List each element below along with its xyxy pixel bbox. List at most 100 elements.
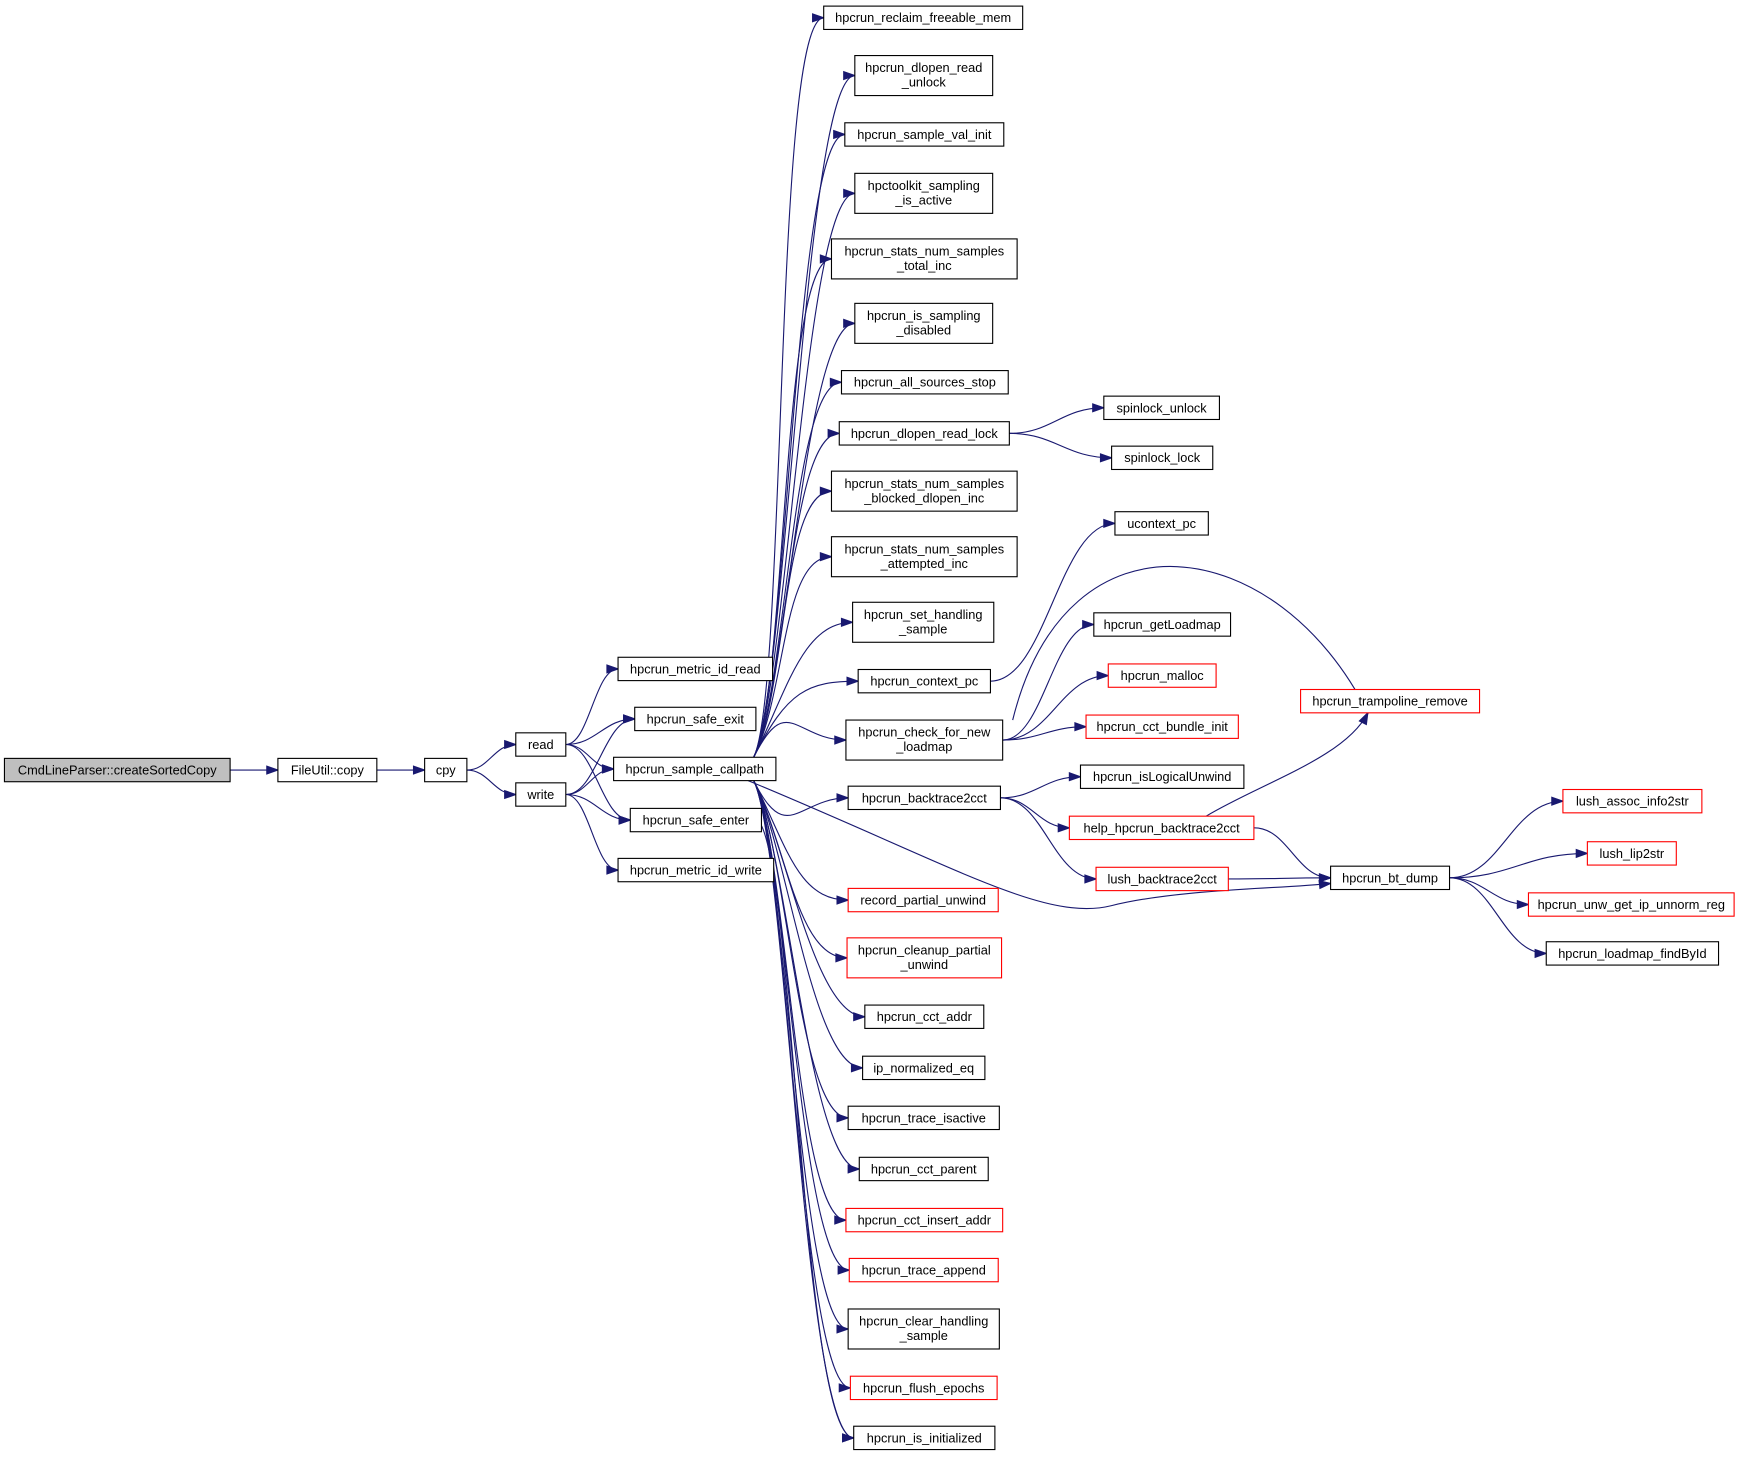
node-btdump[interactable]: hpcrun_bt_dump bbox=[1330, 865, 1451, 891]
edge-safeenter-to-isinit bbox=[760, 825, 856, 1443]
node-box bbox=[854, 302, 994, 344]
edge-line bbox=[753, 192, 855, 758]
edge-line bbox=[753, 556, 832, 758]
node-lushbt[interactable]: lush_backtrace2cct bbox=[1095, 866, 1229, 892]
node-lushassoc[interactable]: lush_assoc_info2str bbox=[1562, 788, 1703, 814]
node-clearhandling[interactable]: hpcrun_clear_handling_sample bbox=[847, 1308, 1000, 1350]
edge-read-to-safeenter bbox=[565, 743, 632, 825]
node-malloc[interactable]: hpcrun_malloc bbox=[1107, 663, 1217, 688]
edge-line bbox=[753, 680, 859, 758]
node-splock[interactable]: spinlock_lock bbox=[1111, 445, 1214, 471]
edge-line bbox=[1449, 800, 1563, 879]
node-ucpc[interactable]: ucontext_pc bbox=[1114, 511, 1209, 536]
node-tramp[interactable]: hpcrun_trampoline_remove bbox=[1300, 688, 1481, 714]
node-valinit[interactable]: hpcrun_sample_val_init bbox=[844, 122, 1005, 147]
edge-checkload-to-getload bbox=[1002, 619, 1096, 741]
node-traceapp[interactable]: hpcrun_trace_append bbox=[848, 1257, 999, 1283]
node-cctparent[interactable]: hpcrun_cct_parent bbox=[858, 1156, 989, 1182]
node-totalinc[interactable]: hpcrun_stats_num_samples_total_inc bbox=[830, 238, 1018, 280]
node-bundle[interactable]: hpcrun_cct_bundle_init bbox=[1085, 714, 1239, 739]
arrowhead-icon bbox=[1358, 711, 1369, 726]
node-box bbox=[853, 1425, 996, 1451]
node-box bbox=[864, 1004, 985, 1029]
node-label: lush_lip2str bbox=[1600, 846, 1665, 861]
node-callpath[interactable]: hpcrun_sample_callpath bbox=[613, 756, 777, 782]
node-label: _blocked_dlopen_inc bbox=[863, 490, 985, 505]
edge-callpath-to-bt2cct bbox=[753, 780, 850, 816]
node-flush[interactable]: hpcrun_flush_epochs bbox=[849, 1375, 998, 1401]
node-label: _unwind bbox=[900, 957, 949, 972]
arrowhead-icon bbox=[846, 676, 860, 686]
node-dllock[interactable]: hpcrun_dlopen_read_lock bbox=[838, 421, 1010, 446]
node-safeenter[interactable]: hpcrun_safe_enter bbox=[629, 807, 763, 833]
node-midwrite[interactable]: hpcrun_metric_id_write bbox=[617, 857, 775, 883]
arrowhead-icon bbox=[606, 865, 620, 875]
edge-write-to-midwrite bbox=[565, 793, 620, 875]
node-label: hpcrun_backtrace2cct bbox=[862, 790, 987, 805]
node-traceact[interactable]: hpcrun_trace_isactive bbox=[847, 1105, 1000, 1131]
edge-line bbox=[1009, 432, 1112, 459]
edge-read-to-midread bbox=[565, 664, 620, 746]
arrowhead-icon bbox=[1057, 823, 1072, 833]
edge-line bbox=[753, 780, 849, 901]
edge-write-to-safeexit bbox=[565, 714, 637, 796]
arrowhead-icon bbox=[412, 765, 427, 775]
edge-line bbox=[1253, 827, 1331, 879]
edge-line bbox=[753, 17, 824, 758]
node-safeexit[interactable]: hpcrun_safe_exit bbox=[634, 706, 757, 732]
node-label: hpcrun_trace_append bbox=[862, 1263, 986, 1278]
node-label: record_partial_unwind bbox=[860, 893, 986, 908]
arrowhead-icon bbox=[819, 486, 834, 496]
node-spunlock[interactable]: spinlock_unlock bbox=[1103, 395, 1220, 421]
node-label: _unlock bbox=[901, 75, 947, 90]
node-tkactive[interactable]: hpctoolkit_sampling_is_active bbox=[854, 172, 994, 214]
node-cctaddr[interactable]: hpcrun_cct_addr bbox=[864, 1004, 985, 1029]
arrowhead-icon bbox=[836, 1113, 850, 1123]
arrowhead-icon bbox=[1575, 848, 1590, 859]
node-read[interactable]: read bbox=[515, 732, 567, 757]
node-cpy[interactable]: cpy bbox=[424, 757, 468, 783]
edge-line bbox=[565, 743, 631, 821]
node-label: lush_backtrace2cct bbox=[1108, 871, 1218, 886]
node-box bbox=[617, 656, 774, 682]
node-isinit[interactable]: hpcrun_is_initialized bbox=[853, 1425, 996, 1451]
edge-line bbox=[1449, 852, 1588, 879]
node-helpbt[interactable]: help_hpcrun_backtrace2cct bbox=[1068, 815, 1255, 841]
node-logical[interactable]: hpcrun_isLogicalUnwind bbox=[1079, 764, 1245, 789]
node-reclaim[interactable]: hpcrun_reclaim_freeable_mem bbox=[823, 5, 1024, 31]
node-blockedinc[interactable]: hpcrun_stats_num_samples_blocked_dlopen_… bbox=[830, 470, 1018, 512]
node-label: _is_active bbox=[894, 192, 952, 207]
node-ctxpc[interactable]: hpcrun_context_pc bbox=[857, 668, 991, 694]
node-fucopy[interactable]: FileUtil::copy bbox=[277, 757, 378, 783]
arrowhead-icon bbox=[266, 765, 280, 775]
node-box bbox=[852, 601, 995, 643]
arrowhead-icon bbox=[812, 13, 826, 23]
node-allstop[interactable]: hpcrun_all_sources_stop bbox=[840, 370, 1009, 395]
node-midread[interactable]: hpcrun_metric_id_read bbox=[617, 656, 774, 682]
node-label: hpcrun_clear_handling bbox=[859, 1314, 988, 1329]
node-attinc[interactable]: hpcrun_stats_num_samples_attempted_inc bbox=[830, 536, 1018, 578]
node-lushlip[interactable]: lush_lip2str bbox=[1586, 841, 1677, 866]
node-write[interactable]: write bbox=[515, 782, 567, 807]
node-cctinsert[interactable]: hpcrun_cct_insert_addr bbox=[845, 1207, 1004, 1233]
node-sampdis[interactable]: hpcrun_is_sampling_disabled bbox=[854, 302, 994, 344]
node-getload[interactable]: hpcrun_getLoadmap bbox=[1093, 612, 1232, 637]
node-bt2cct[interactable]: hpcrun_backtrace2cct bbox=[847, 785, 1002, 811]
node-box bbox=[277, 757, 378, 783]
edge-line bbox=[1000, 797, 1070, 829]
node-cleanpartial[interactable]: hpcrun_cleanup_partial_unwind bbox=[846, 937, 1003, 979]
edge-line bbox=[760, 825, 854, 1439]
node-label: hpcrun_cleanup_partial bbox=[858, 943, 991, 958]
node-findbyid[interactable]: hpcrun_loadmap_findById bbox=[1545, 941, 1720, 966]
node-dlunlock[interactable]: hpcrun_dlopen_read_unlock bbox=[854, 55, 994, 97]
arrowhead-icon bbox=[618, 815, 632, 825]
node-box bbox=[1085, 714, 1239, 739]
node-sethandling[interactable]: hpcrun_set_handling_sample bbox=[852, 601, 995, 643]
node-ipnorm[interactable]: ip_normalized_eq bbox=[862, 1055, 986, 1081]
node-unwget[interactable]: hpcrun_unw_get_ip_unnorm_reg bbox=[1527, 892, 1735, 917]
edge-line bbox=[565, 668, 619, 746]
node-box bbox=[1586, 841, 1677, 866]
node-recpartial[interactable]: record_partial_unwind bbox=[847, 887, 999, 913]
node-label: read bbox=[528, 737, 554, 752]
node-checkload[interactable]: hpcrun_check_for_new_loadmap bbox=[845, 719, 1004, 761]
